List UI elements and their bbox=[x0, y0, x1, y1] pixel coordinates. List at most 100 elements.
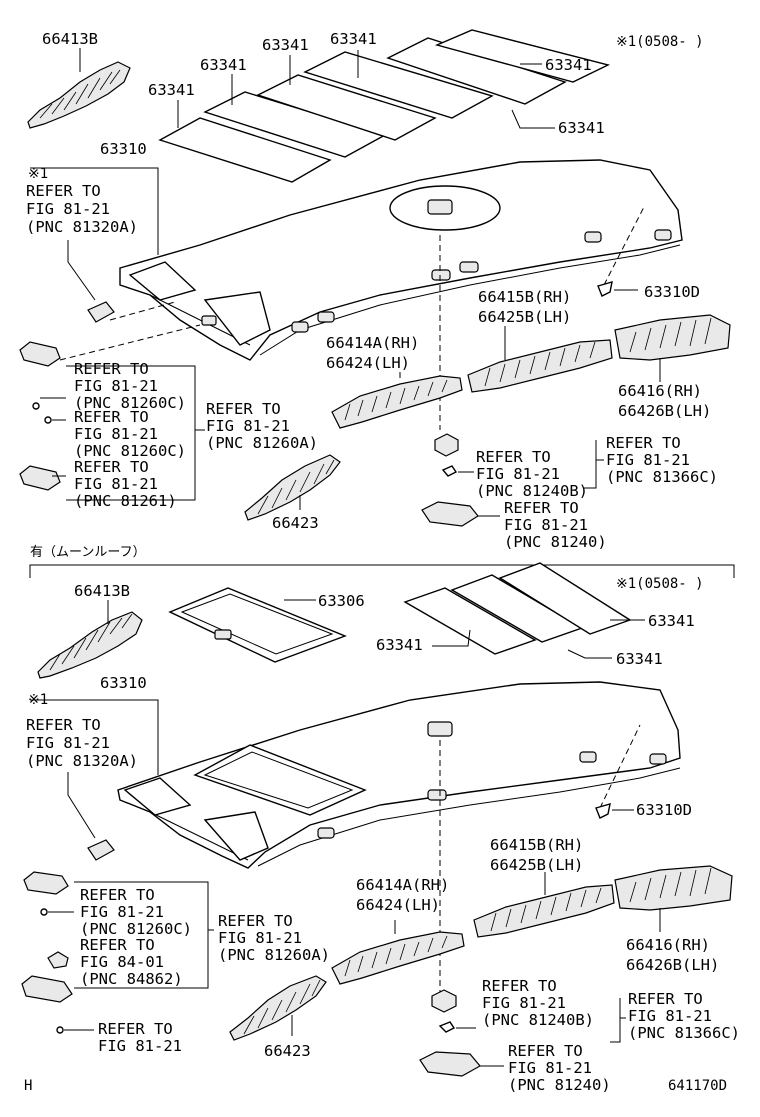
label-63310-top: 63310 bbox=[100, 140, 147, 158]
ref-81240-top-l1: REFER TO bbox=[504, 499, 579, 517]
note-mark-top: ※1(0508- ) bbox=[616, 34, 704, 50]
label-66415b-rh-top: 66415B(RH) bbox=[478, 288, 571, 306]
label-63341-top-c: 63341 bbox=[200, 56, 247, 74]
ref-81366c-bottom-l2: FIG 81-21 bbox=[628, 1007, 712, 1025]
ref-81260c-bottom-l2: FIG 81-21 bbox=[80, 903, 164, 921]
ref-81240-top-l2: FIG 81-21 bbox=[504, 516, 588, 534]
label-63341-bottom-b: 63341 bbox=[376, 636, 423, 654]
sound-pads-top bbox=[158, 29, 611, 183]
divider-label: 有（ムーンルーフ） bbox=[30, 545, 146, 560]
ref-81240b-top-l2: FIG 81-21 bbox=[476, 465, 560, 483]
note-mark-bottom: ※1(0508- ) bbox=[616, 576, 704, 592]
trim-66415b-bottom bbox=[473, 872, 615, 938]
garnish-66413b-top bbox=[27, 61, 131, 129]
label-66414a-rh-top: 66414A(RH) bbox=[326, 334, 419, 352]
ref-81260a-bottom-l2: FIG 81-21 bbox=[218, 929, 302, 947]
sunroof-panel-63306 bbox=[168, 587, 347, 663]
label-66415b-rh-bottom: 66415B(RH) bbox=[490, 836, 583, 854]
ref-81240b-bottom-l1: REFER TO bbox=[482, 977, 557, 995]
ref-81260c-1-top-l1: REFER TO bbox=[74, 360, 149, 378]
label-63341-top-d: 63341 bbox=[148, 81, 195, 99]
trim-66414a-bottom bbox=[331, 920, 465, 985]
headliner-top bbox=[119, 159, 683, 361]
label-63310d-top: 63310D bbox=[644, 283, 700, 301]
ref-81320a-bottom-l3: (PNC 81320A) bbox=[26, 752, 138, 770]
ref-81260a-top-l3: (PNC 81260A) bbox=[206, 434, 318, 452]
ref-81260a-bottom-l3: (PNC 81260A) bbox=[218, 946, 330, 964]
ref-81261-top-l1: REFER TO bbox=[74, 458, 149, 476]
ref-81320a-top-l1: REFER TO bbox=[26, 182, 101, 200]
trim-66416-bottom bbox=[614, 865, 733, 932]
label-66424-lh-bottom: 66424(LH) bbox=[356, 896, 440, 914]
ref-81366c-top-l1: REFER TO bbox=[606, 434, 681, 452]
ref-81260c-2-top-l1: REFER TO bbox=[74, 408, 149, 426]
ref-81240-top-l3: (PNC 81240) bbox=[504, 533, 607, 551]
label-63341-top-b: 63341 bbox=[330, 30, 377, 48]
clip-63310d-bottom bbox=[595, 803, 634, 819]
ref-81320a-top-l3: (PNC 81320A) bbox=[26, 218, 138, 236]
bottom-section: 66413B 63306 ※1(0508- ) 63341 63341 6334… bbox=[21, 562, 740, 1094]
label-66413b-bottom: 66413B bbox=[74, 582, 130, 600]
ref-81261-top-l3: (PNC 81261) bbox=[74, 492, 177, 510]
lamp-parts-top-left bbox=[19, 341, 205, 501]
label-66416-rh-top: 66416(RH) bbox=[618, 382, 702, 400]
ref-81261-top-l2: FIG 81-21 bbox=[74, 475, 158, 493]
ref-81260c-1-top-l2: FIG 81-21 bbox=[74, 377, 158, 395]
ref-81320a-bottom-l1: REFER TO bbox=[26, 716, 101, 734]
star1-bottom: ※1 bbox=[28, 692, 48, 708]
trim-66416-top bbox=[614, 314, 731, 382]
section-divider: 有（ムーンルーフ） bbox=[29, 545, 735, 578]
ref-81320a-top-l2: FIG 81-21 bbox=[26, 200, 110, 218]
label-66423-top: 66423 bbox=[272, 514, 319, 532]
ref-8121-bottom-l2: FIG 81-21 bbox=[98, 1037, 182, 1055]
label-66425b-lh-bottom: 66425B(LH) bbox=[490, 856, 583, 874]
label-66416-rh-bottom: 66416(RH) bbox=[626, 936, 710, 954]
clip-63310 bbox=[87, 301, 115, 323]
ref-81260a-bottom-l1: REFER TO bbox=[218, 912, 293, 930]
star1-top: ※1 bbox=[28, 166, 48, 182]
ref-84862-bottom-l1: REFER TO bbox=[80, 936, 155, 954]
ref-81260c-bottom-l3: (PNC 81260C) bbox=[80, 920, 192, 938]
top-section: 66413B 63341 63341 63341 63341 63341 633… bbox=[19, 29, 731, 551]
clip-63310d-top bbox=[597, 281, 638, 297]
garnish-66423-bottom bbox=[229, 975, 327, 1041]
label-63341-top-e: 63341 bbox=[545, 56, 592, 74]
ref-81366c-top-l2: FIG 81-21 bbox=[606, 451, 690, 469]
label-66426b-lh-bottom: 66426B(LH) bbox=[626, 956, 719, 974]
footer-left: H bbox=[24, 1078, 32, 1094]
ref-81240b-top-l1: REFER TO bbox=[476, 448, 551, 466]
label-63310-bottom: 63310 bbox=[100, 674, 147, 692]
ref-81366c-top-l3: (PNC 81366C) bbox=[606, 468, 718, 486]
label-66424-lh-top: 66424(LH) bbox=[326, 354, 410, 372]
label-66413b-top: 66413B bbox=[42, 30, 98, 48]
ref-81240b-bottom-l2: FIG 81-21 bbox=[482, 994, 566, 1012]
garnish-66413b-bottom bbox=[37, 611, 143, 679]
clip-63310-bottom bbox=[87, 839, 115, 861]
ref-81260c-1-top-l3: (PNC 81260C) bbox=[74, 394, 186, 412]
ref-81260c-2-top-l3: (PNC 81260C) bbox=[74, 442, 186, 460]
trim-66414a-top bbox=[331, 372, 463, 429]
ref-81260a-top-l1: REFER TO bbox=[206, 400, 281, 418]
ref-8121-bottom-l1: REFER TO bbox=[98, 1020, 173, 1038]
label-63341-bottom-a: 63341 bbox=[648, 612, 695, 630]
lamp-parts-top-right bbox=[421, 433, 604, 527]
lamp-parts-bottom-right bbox=[419, 989, 626, 1077]
ref-81260c-bottom-l1: REFER TO bbox=[80, 886, 155, 904]
ref-81240b-top-l3: (PNC 81240B) bbox=[476, 482, 588, 500]
label-63341-bottom-c: 63341 bbox=[616, 650, 663, 668]
footer-code: 641170D bbox=[668, 1078, 727, 1094]
garnish-66423-top bbox=[244, 454, 341, 521]
sound-pads-bottom bbox=[403, 562, 632, 655]
ref-81260c-2-top-l2: FIG 81-21 bbox=[74, 425, 158, 443]
ref-84862-bottom-l2: FIG 84-01 bbox=[80, 953, 164, 971]
ref-81240-bottom-l3: (PNC 81240) bbox=[508, 1076, 611, 1094]
ref-81366c-bottom-l1: REFER TO bbox=[628, 990, 703, 1008]
label-63341-top-f: 63341 bbox=[558, 119, 605, 137]
ref-81366c-bottom-l3: (PNC 81366C) bbox=[628, 1024, 740, 1042]
ref-81260a-top-l2: FIG 81-21 bbox=[206, 417, 290, 435]
label-66423-bottom: 66423 bbox=[264, 1042, 311, 1060]
trim-66415b-top bbox=[467, 326, 613, 393]
ref-81240-bottom-l1: REFER TO bbox=[508, 1042, 583, 1060]
